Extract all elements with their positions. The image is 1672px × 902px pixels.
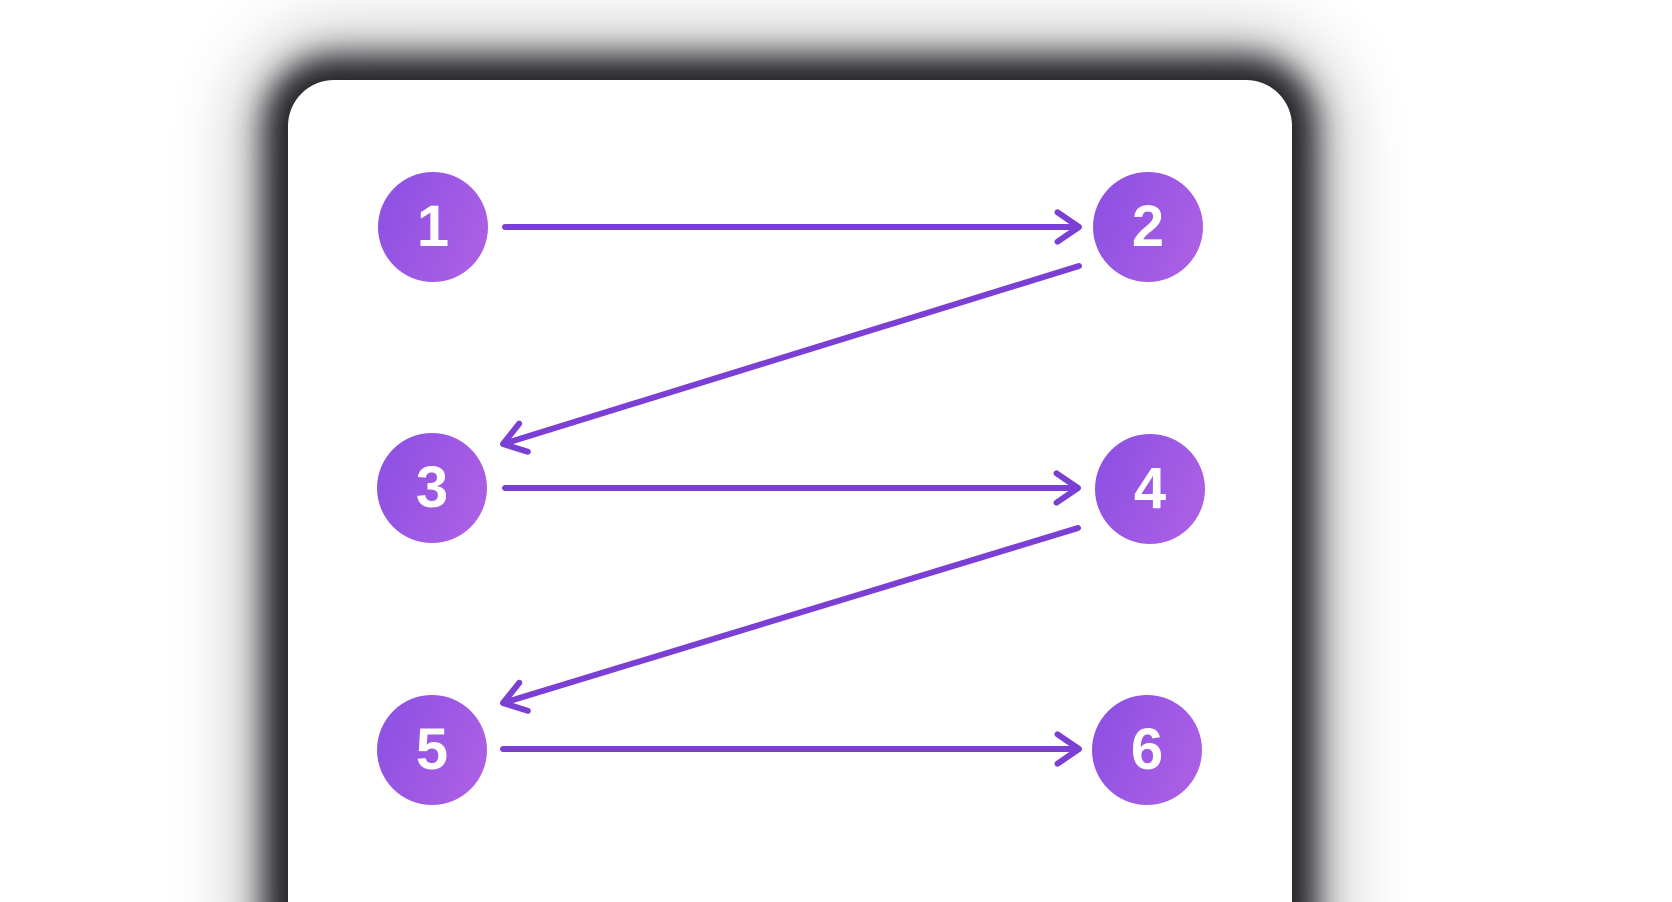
node-4: 4 xyxy=(1095,434,1205,544)
node-label: 3 xyxy=(415,455,449,520)
node-6: 6 xyxy=(1092,695,1202,805)
node-label: 6 xyxy=(1130,717,1164,782)
node-label: 1 xyxy=(416,194,450,259)
node-1: 1 xyxy=(378,172,488,282)
node-label: 5 xyxy=(415,717,449,782)
node-5: 5 xyxy=(377,695,487,805)
node-2: 2 xyxy=(1093,172,1203,282)
node-3: 3 xyxy=(377,433,487,543)
node-label: 2 xyxy=(1131,194,1165,259)
node-label: 4 xyxy=(1133,456,1167,521)
